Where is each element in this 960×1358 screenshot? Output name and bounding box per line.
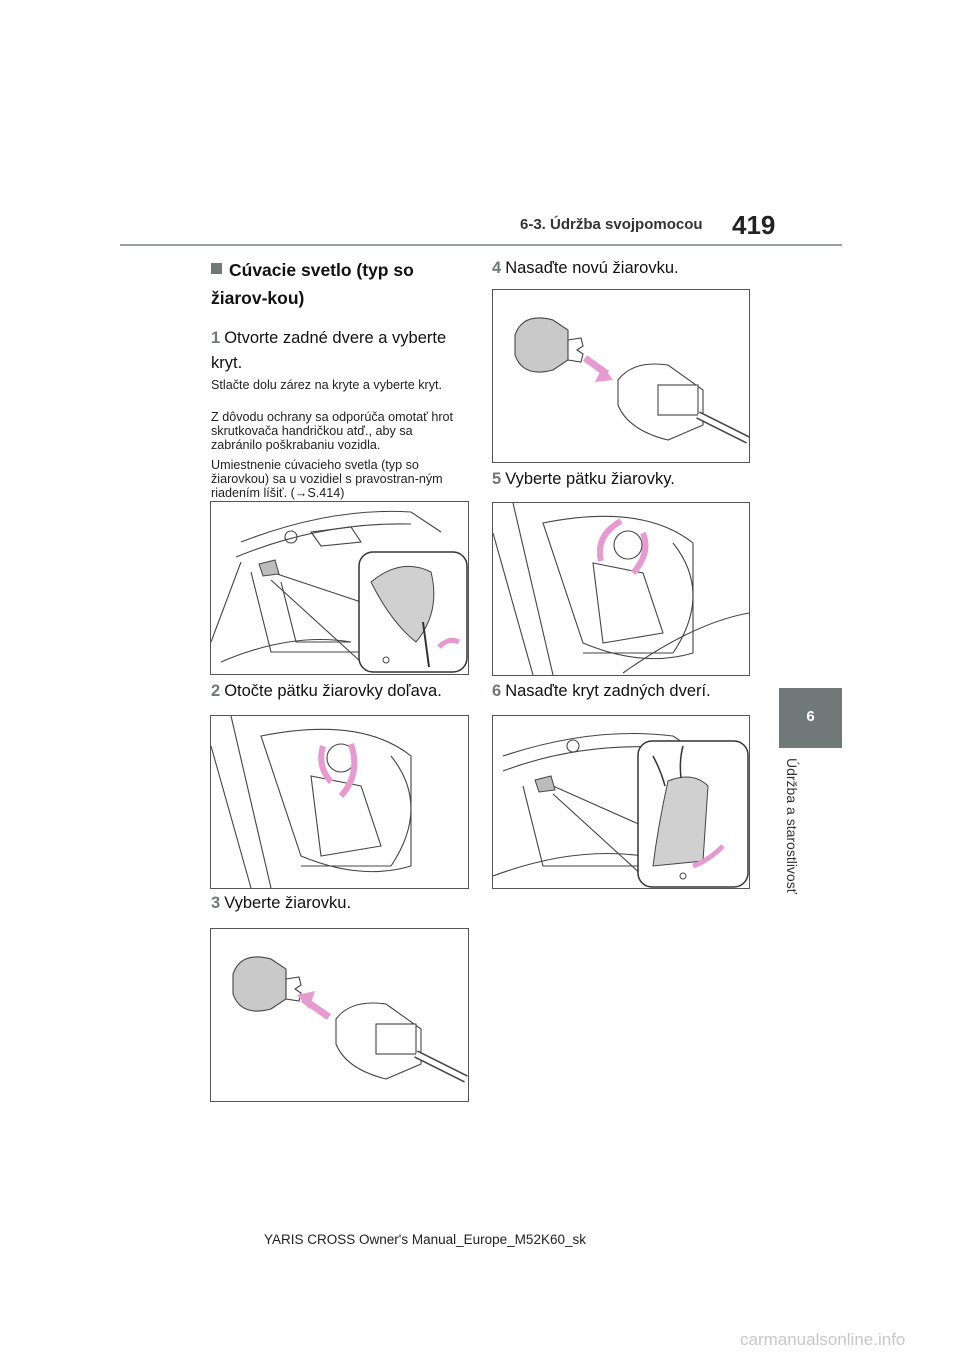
step-number: 4 [492,259,502,277]
step-text: Nasaďte novú žiarovku. [505,259,679,277]
section-bullet-icon [211,263,222,274]
figure-remove-base [492,502,750,676]
step-text: Otočte pätku žiarovky doľava. [224,682,442,700]
step-number: 6 [492,682,502,700]
step-text: Nasaďte kryt zadných dverí. [505,682,711,700]
note-2: Z dôvodu ochrany sa odporúča omotať hrot… [211,410,454,452]
step-text: Otvorte zadné dvere a vyberte kryt. [211,329,447,372]
figure-rotate-base [210,715,469,889]
footer-text: YARIS CROSS Owner's Manual_Europe_M52K60… [264,1232,586,1247]
step-number: 2 [211,682,221,700]
step-number: 1 [211,329,221,347]
section-title: Cúvacie svetlo (typ so žiarov-kou) [211,256,471,312]
figure-open-tailgate [210,501,469,675]
step-text: Vyberte žiarovku. [224,894,352,912]
note-3: Umiestnenie cúvacieho svetla (typ so žia… [211,458,443,500]
note-1: Stlačte dolu zárez na kryte a vyberte kr… [211,378,442,392]
chapter-title: Údržba a starostlivosť [784,758,800,894]
chapter-number: 6 [806,708,815,725]
footer: YARIS CROSS Owner's Manual_Europe_M52K60… [0,1232,960,1247]
step-text: Vyberte pätku žiarovky. [505,470,675,488]
step-number: 5 [492,470,502,488]
chapter-tab[interactable]: 6 [779,688,842,748]
header-section: 6-3. Údržba svojpomocou [520,216,703,233]
page-number: 419 [732,210,776,240]
figure-install-cover [492,715,750,889]
figure-install-bulb [492,289,750,463]
step-number: 3 [211,894,221,912]
section-title-text: Cúvacie svetlo (typ so žiarov-kou) [211,260,414,308]
watermark: carmanualsonline.info [740,1330,906,1349]
header-rule [120,244,842,246]
figure-remove-bulb [210,928,469,1102]
